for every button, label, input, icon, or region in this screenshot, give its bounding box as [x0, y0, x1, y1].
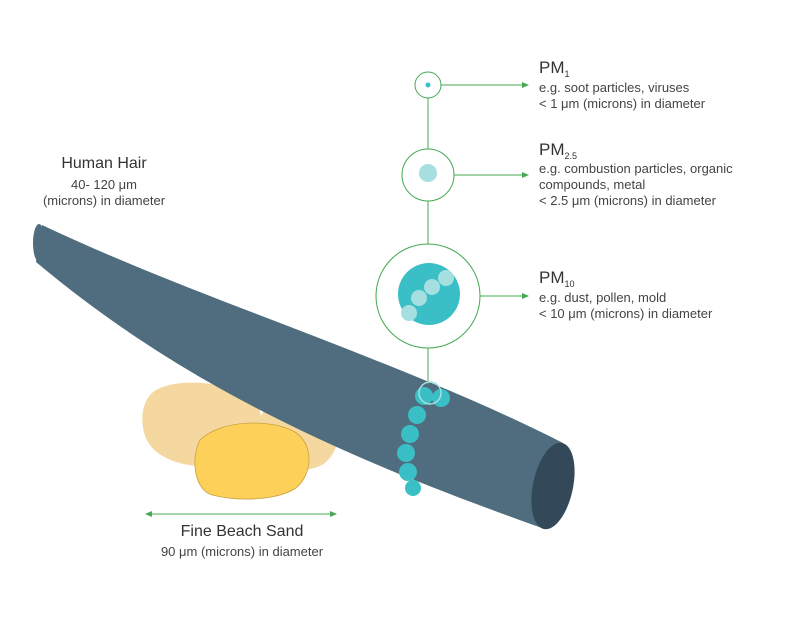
hair-bead	[405, 480, 421, 496]
pm10-inner-bead	[401, 305, 417, 321]
pm10-example: e.g. dust, pollen, mold	[539, 290, 667, 305]
pm10-inner-bead	[411, 290, 427, 306]
hair-size: 40- 120 μm	[70, 177, 138, 192]
pm25-example: e.g. combustion particles, organic	[539, 161, 733, 176]
hair-bead	[399, 463, 417, 481]
pm1-subscript: 1	[564, 69, 570, 79]
hair-strand	[36, 225, 563, 528]
hair-title: Human Hair	[61, 155, 147, 172]
pm25-subscript: 2.5	[564, 151, 578, 161]
hair-bead	[401, 425, 419, 443]
pm1-particle	[425, 82, 431, 88]
pm10-inner-bead	[438, 270, 454, 286]
pm10-title: PM10	[539, 268, 575, 289]
pm1-example: e.g. soot particles, viruses	[539, 80, 690, 95]
hair-bead-highlight	[418, 381, 442, 405]
pm10-subscript: 10	[564, 279, 575, 289]
pm10-size: < 10 μm (microns) in diameter	[539, 306, 713, 321]
pm25-example-cont: compounds, metal	[539, 177, 646, 192]
sand-title: Fine Beach Sand	[180, 523, 304, 540]
pm10-inner-bead	[424, 279, 440, 295]
sand-grain-front	[194, 422, 310, 500]
pm1-size: < 1 μm (microns) in diameter	[539, 96, 706, 111]
hair-bead	[397, 444, 415, 462]
hair-strand-end	[531, 442, 575, 530]
pm1-title: PM1	[539, 58, 570, 79]
sand-size: 90 μm (microns) in diameter	[160, 544, 324, 559]
pm25-size: < 2.5 μm (microns) in diameter	[539, 193, 716, 208]
pm25-particle	[419, 164, 437, 182]
hair-strand-start	[33, 224, 45, 262]
hair-size-unit: (microns) in diameter	[42, 193, 166, 208]
pm25-title: PM2.5	[539, 140, 578, 161]
hair-bead	[408, 406, 426, 424]
